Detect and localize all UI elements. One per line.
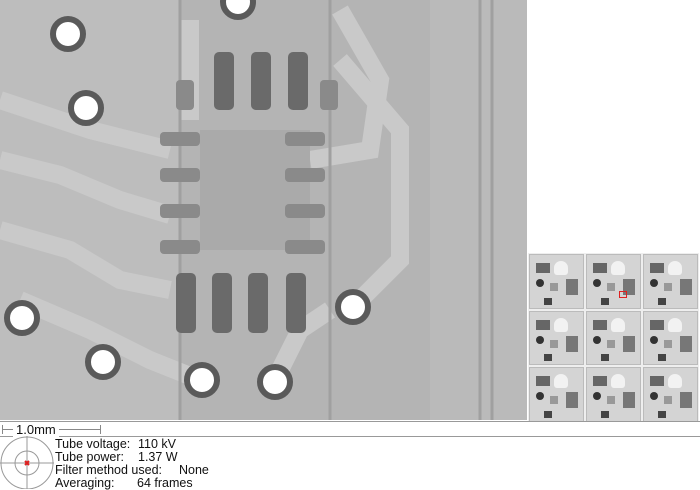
thumbnail[interactable] (643, 367, 698, 422)
thumbnail-selected[interactable] (586, 254, 641, 309)
averaging-value: 64 frames (137, 476, 193, 490)
thumbnail[interactable] (529, 254, 584, 309)
tube-power-row: Tube power: 1.37 W (55, 450, 178, 464)
averaging-label: Averaging: (55, 476, 115, 490)
scale-bar: 1.0mm (0, 421, 700, 437)
position-crosshair-icon[interactable] (0, 436, 54, 489)
xray-image-view[interactable] (0, 0, 527, 420)
filter-method-label: Filter method used: (55, 463, 162, 477)
selection-marker (619, 291, 627, 298)
thumbnail[interactable] (643, 254, 698, 309)
thumbnail-grid (528, 253, 699, 423)
thumbnail[interactable] (586, 310, 641, 366)
thumbnail[interactable] (643, 310, 698, 366)
tube-voltage-label: Tube voltage: (55, 437, 131, 451)
tube-voltage-row: Tube voltage: 110 kV (55, 437, 176, 451)
tube-voltage-value: 110 kV (138, 437, 176, 451)
averaging-row: Averaging: 64 frames (55, 476, 193, 490)
thumbnail[interactable] (586, 367, 641, 422)
thumbnail[interactable] (529, 367, 584, 422)
tube-power-label: Tube power: (55, 450, 125, 464)
thumbnail[interactable] (529, 310, 584, 366)
acquisition-info: Tube voltage: 110 kV Tube power: 1.37 W … (0, 436, 700, 490)
filter-method-row: Filter method used: None (55, 463, 209, 477)
scale-bar-label: 1.0mm (13, 422, 59, 437)
filter-method-value: None (179, 463, 209, 477)
tube-power-value: 1.37 W (138, 450, 178, 464)
